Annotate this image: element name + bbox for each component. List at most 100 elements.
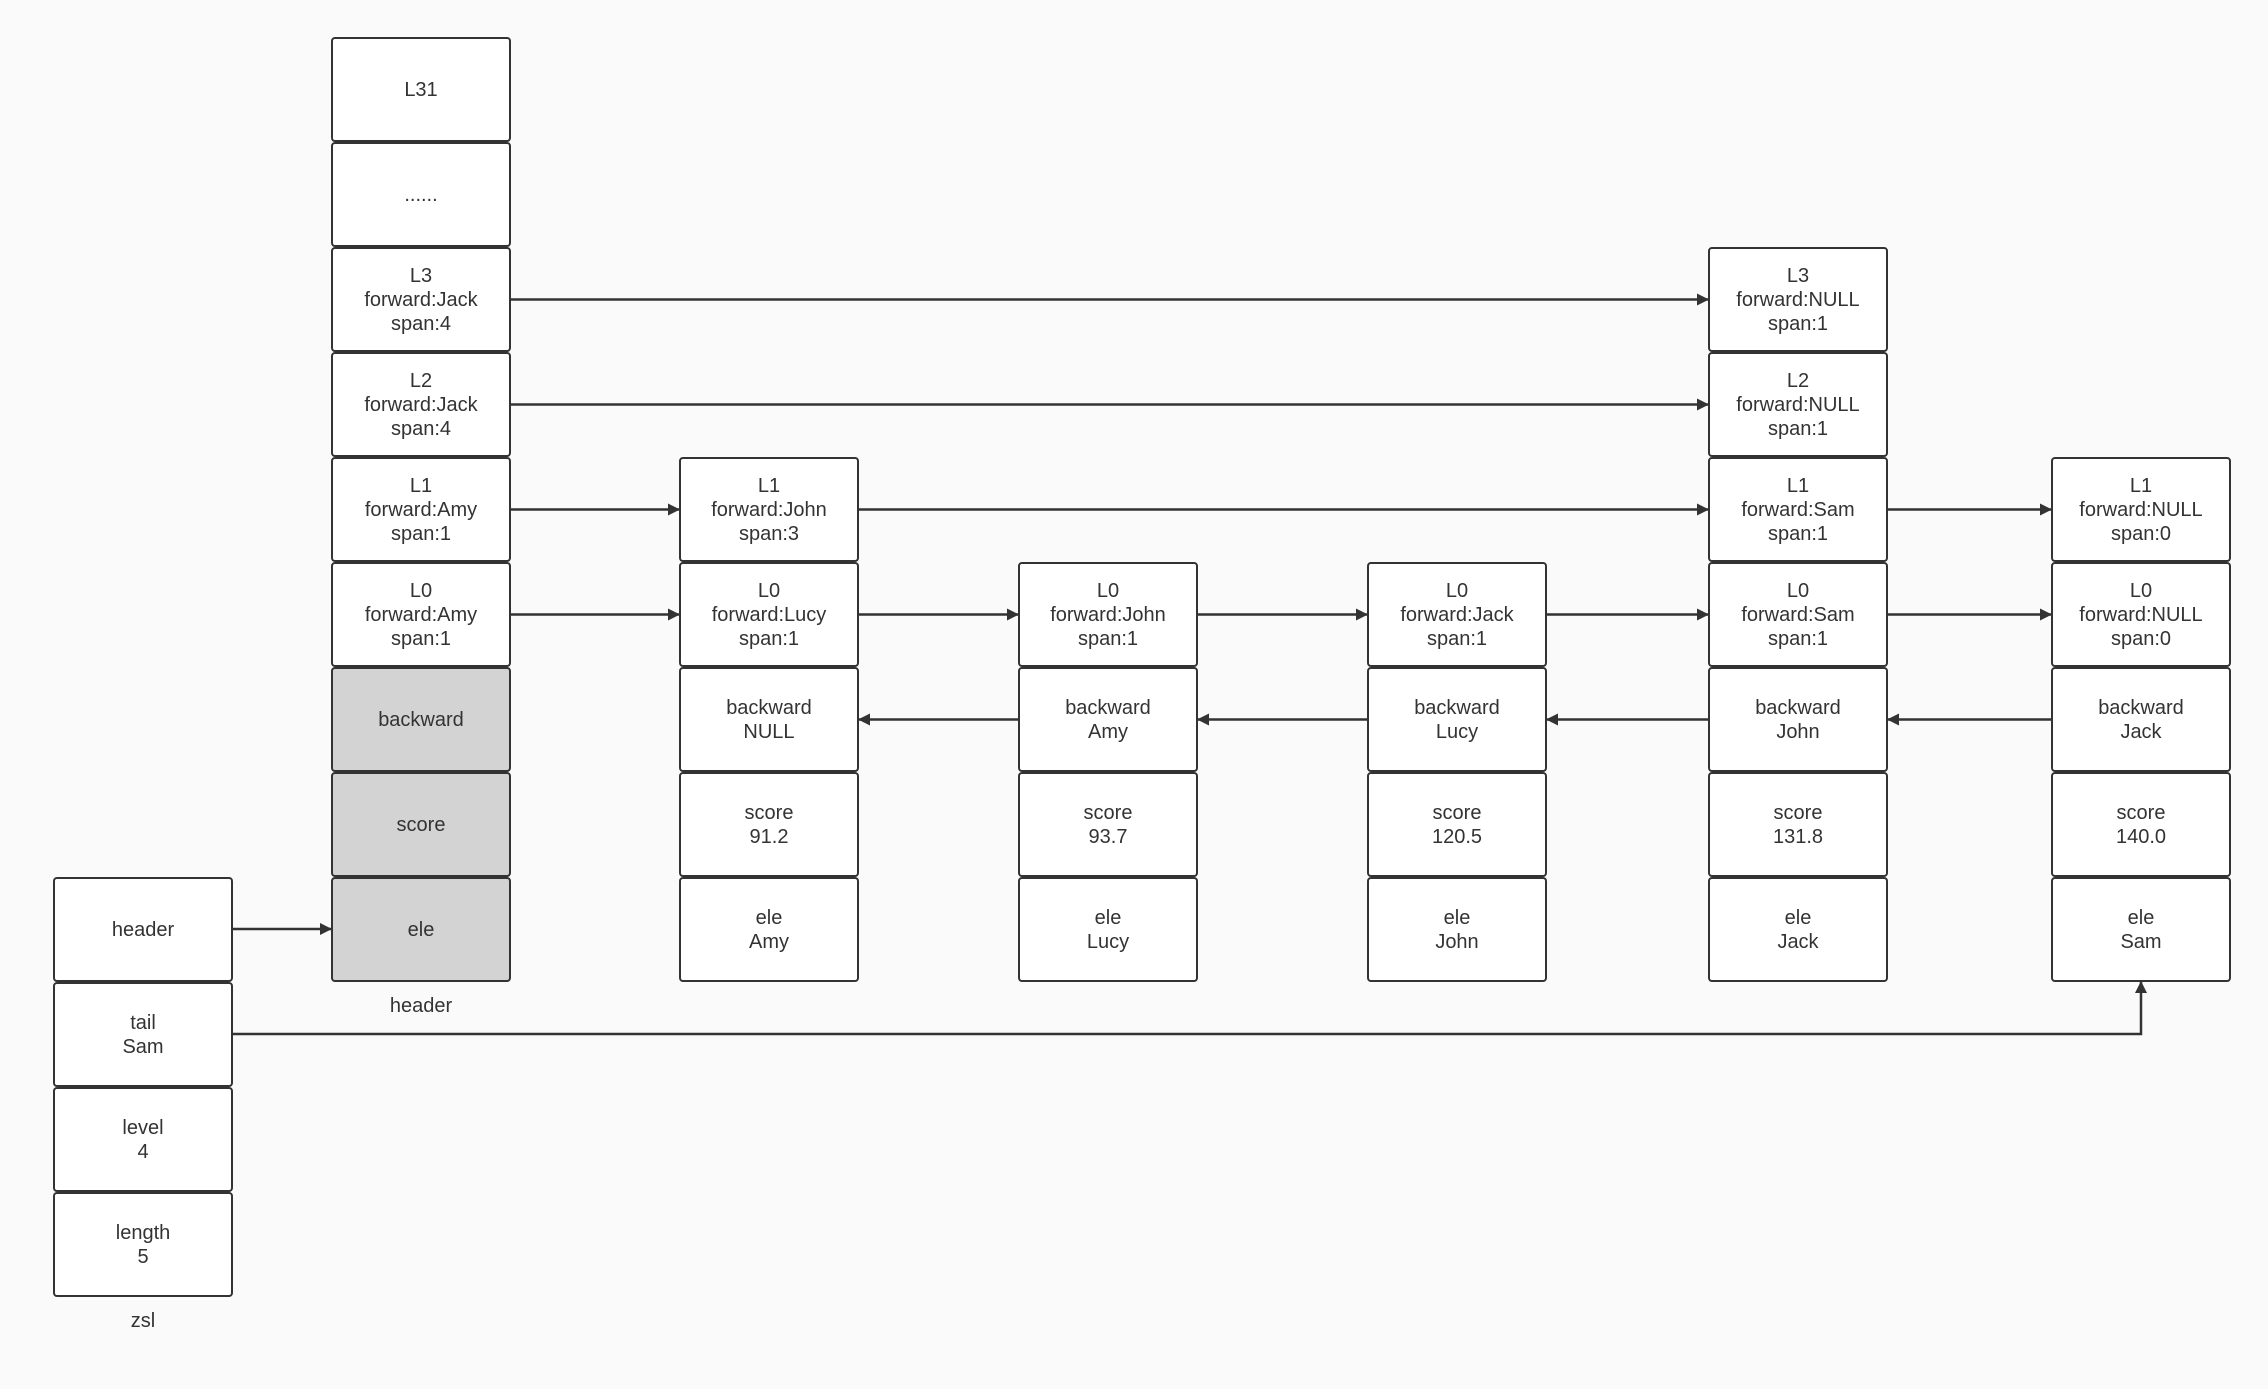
node-ele-cell-text: ele <box>1094 906 1122 929</box>
node-backward-cell-text: NULL <box>743 720 795 743</box>
node-backward-cell-text: Jack <box>2120 720 2162 743</box>
node-level-cell-text: L0 <box>2129 579 2153 602</box>
node-score-cell-text: 140.0 <box>2115 825 2167 848</box>
node-ele-cell-text: Jack <box>1777 930 1819 953</box>
zsl-level-cell-text: 4 <box>137 1140 149 1163</box>
zsl-tail-cell-text: tail <box>130 1011 156 1034</box>
header-level-cell-text: L31 <box>404 78 438 101</box>
zsl-header-cell-text: header <box>111 918 175 941</box>
node-ele-cell-text: ele <box>1443 906 1471 929</box>
node-level-cell-text: L1 <box>1786 474 1810 497</box>
node-ele-cell-text: ele <box>755 906 783 929</box>
node-level-cell-text: forward:NULL <box>2079 498 2203 521</box>
zsl-length-cell-text: 5 <box>137 1245 149 1268</box>
node-level-cell-text: L0 <box>1096 579 1120 602</box>
header-ele-cell: ele <box>331 877 511 982</box>
header-level-cell-text: span:4 <box>390 417 452 440</box>
header-level-cell-text: L3 <box>409 264 433 287</box>
node-level-cell-text: forward:Jack <box>1400 603 1514 626</box>
header-level-cell-text: ...... <box>404 183 438 206</box>
node-level-cell-text: forward:John <box>1050 603 1166 626</box>
node-level-cell-text: L0 <box>1786 579 1810 602</box>
node-level-cell-text: span:0 <box>2110 627 2172 650</box>
node-level-cell-text: forward:Lucy <box>711 603 827 626</box>
node-level-cell-text: forward:NULL <box>2079 603 2203 626</box>
node-level-cell-text: span:1 <box>1767 627 1829 650</box>
node-ele-cell-text: ele <box>2127 906 2155 929</box>
node-level-cell-text: span:1 <box>738 627 800 650</box>
node-score-cell-text: score <box>1083 801 1133 824</box>
header-level-cell-text: forward:Amy <box>364 603 478 626</box>
node-level-cell-text: span:1 <box>1426 627 1488 650</box>
zsl-length-cell-text: length <box>115 1221 171 1244</box>
node-score-cell-text: score <box>744 801 794 824</box>
node-backward-cell-text: Amy <box>1088 720 1128 743</box>
header-ele-cell-text: ele <box>407 918 435 941</box>
node-level-cell-text: span:0 <box>2110 522 2172 545</box>
node-ele-cell-text: Amy <box>749 930 789 953</box>
node-level-cell-text: forward:John <box>711 498 827 521</box>
node-backward-cell-text: backward <box>1755 696 1841 719</box>
header-level-cell-text: span:4 <box>390 312 452 335</box>
node-level-cell-text: span:1 <box>1767 522 1829 545</box>
node-ele-cell-text: Sam <box>2120 930 2162 953</box>
node-level-cell-text: forward:Sam <box>1741 498 1855 521</box>
node-score-cell-text: 93.7 <box>1088 825 1128 848</box>
node-score-cell-text: score <box>1773 801 1823 824</box>
node-backward-cell-text: John <box>1776 720 1820 743</box>
node-score-cell-text: 131.8 <box>1772 825 1824 848</box>
node-level-cell-text: L0 <box>757 579 781 602</box>
node-backward-cell-text: backward <box>1414 696 1500 719</box>
header-level-cell: L31 <box>331 37 511 142</box>
node-ele-cell-text: John <box>1435 930 1479 953</box>
node-level-cell-text: forward:NULL <box>1736 393 1860 416</box>
header-level-cell-text: span:1 <box>390 522 452 545</box>
node-level-cell-text: L2 <box>1786 369 1810 392</box>
zsl-header-cell: header <box>53 877 233 982</box>
node-score-cell-text: 91.2 <box>749 825 789 848</box>
node-ele-cell-text: Lucy <box>1086 930 1130 953</box>
header-level-cell-text: L2 <box>409 369 433 392</box>
zsl-tail-arrow <box>233 981 2147 1036</box>
header-level-cell-text: forward:Amy <box>364 498 478 521</box>
node-score-cell-text: score <box>2116 801 2166 824</box>
header-level-cell: ...... <box>331 142 511 247</box>
header-level-cell-text: forward:Jack <box>364 288 478 311</box>
node-level-cell-text: L1 <box>2129 474 2153 497</box>
header-level-cell-text: L1 <box>409 474 433 497</box>
node-backward-cell-text: Lucy <box>1435 720 1479 743</box>
node-ele-cell-text: ele <box>1784 906 1812 929</box>
node-level-cell-text: span:1 <box>1767 312 1829 335</box>
header-level-cell-text: span:1 <box>390 627 452 650</box>
